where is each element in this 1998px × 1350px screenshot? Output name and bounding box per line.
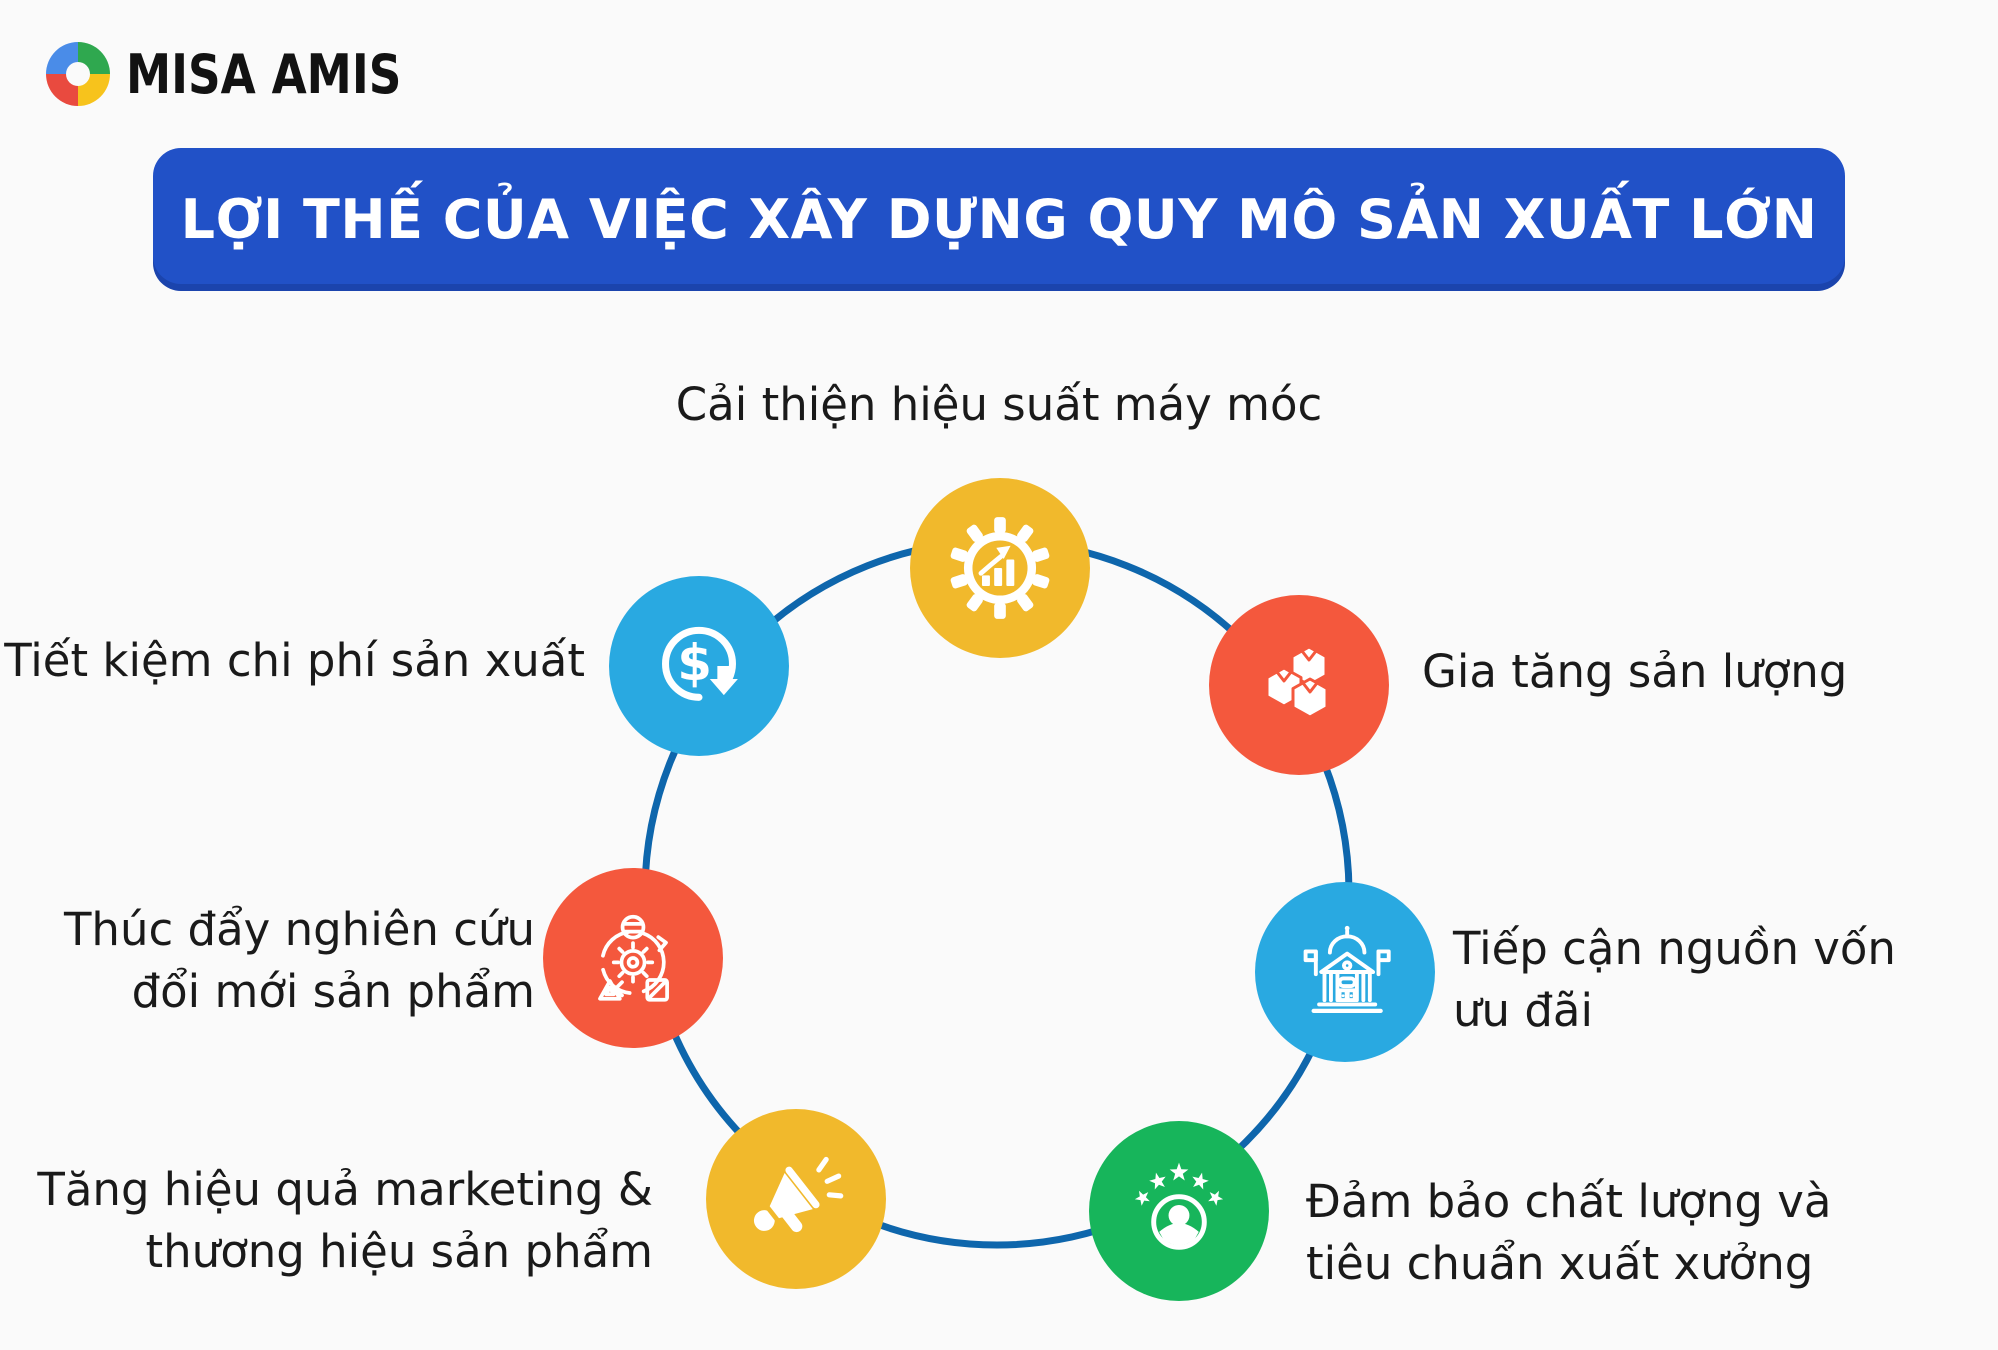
gear-growth-chart-icon bbox=[950, 517, 1050, 619]
node-cost-saving: $ bbox=[609, 576, 789, 756]
label-line: Tiết kiệm chi phí sản xuất bbox=[4, 634, 585, 687]
product-boxes-icon bbox=[1265, 645, 1329, 719]
label-output-increase: Gia tăng sản lượng bbox=[1422, 641, 1847, 703]
dollar-cost-reduction-icon: $ bbox=[662, 626, 738, 701]
label-machine-performance: Cải thiện hiệu suất máy móc bbox=[499, 374, 1499, 436]
label-marketing-brand: Tăng hiệu quả marketing & thương hiệu sả… bbox=[37, 1159, 653, 1283]
label-line: Thúc đẩy nghiên cứu bbox=[63, 903, 535, 956]
node-quality-assurance bbox=[1089, 1121, 1269, 1301]
label-line: Cải thiện hiệu suất máy móc bbox=[675, 378, 1323, 431]
page-title: LỢI THẾ CỦA VIỆC XÂY DỰNG QUY MÔ SẢN XUẤ… bbox=[180, 188, 1818, 251]
label-line: Tăng hiệu quả marketing & bbox=[37, 1163, 653, 1216]
label-line: Đảm bảo chất lượng và bbox=[1306, 1175, 1832, 1228]
label-line: Gia tăng sản lượng bbox=[1422, 645, 1848, 698]
innovation-cycle-icon bbox=[598, 914, 669, 1002]
bank-building-icon bbox=[1303, 925, 1391, 1014]
node-output-increase bbox=[1209, 595, 1389, 775]
svg-text:$: $ bbox=[677, 634, 712, 692]
label-line: ưu đãi bbox=[1453, 984, 1593, 1037]
megaphone-icon bbox=[753, 1156, 844, 1233]
title-banner: LỢI THẾ CỦA VIỆC XÂY DỰNG QUY MÔ SẢN XUẤ… bbox=[153, 148, 1845, 291]
label-quality-assurance: Đảm bảo chất lượng và tiêu chuẩn xuất xư… bbox=[1306, 1171, 1832, 1295]
person-rating-stars-icon bbox=[1132, 1162, 1226, 1250]
label-rnd-innovation: Thúc đẩy nghiên cứu đổi mới sản phẩm bbox=[64, 899, 535, 1023]
node-capital-access bbox=[1255, 882, 1435, 1062]
label-line: Tiếp cận nguồn vốn bbox=[1453, 922, 1896, 975]
brand-logo: MISA AMIS bbox=[46, 42, 454, 106]
misa-swirl-logo-icon bbox=[46, 42, 110, 106]
node-rnd-innovation bbox=[543, 868, 723, 1048]
brand-name: MISA AMIS bbox=[126, 42, 402, 106]
node-machine-performance bbox=[910, 478, 1090, 658]
label-line: đổi mới sản phẩm bbox=[131, 965, 535, 1018]
label-cost-saving: Tiết kiệm chi phí sản xuất bbox=[4, 630, 585, 692]
label-line: thương hiệu sản phẩm bbox=[145, 1225, 653, 1278]
node-marketing-brand bbox=[706, 1109, 886, 1289]
label-capital-access: Tiếp cận nguồn vốn ưu đãi bbox=[1453, 918, 1896, 1042]
label-line: tiêu chuẩn xuất xưởng bbox=[1306, 1237, 1814, 1290]
